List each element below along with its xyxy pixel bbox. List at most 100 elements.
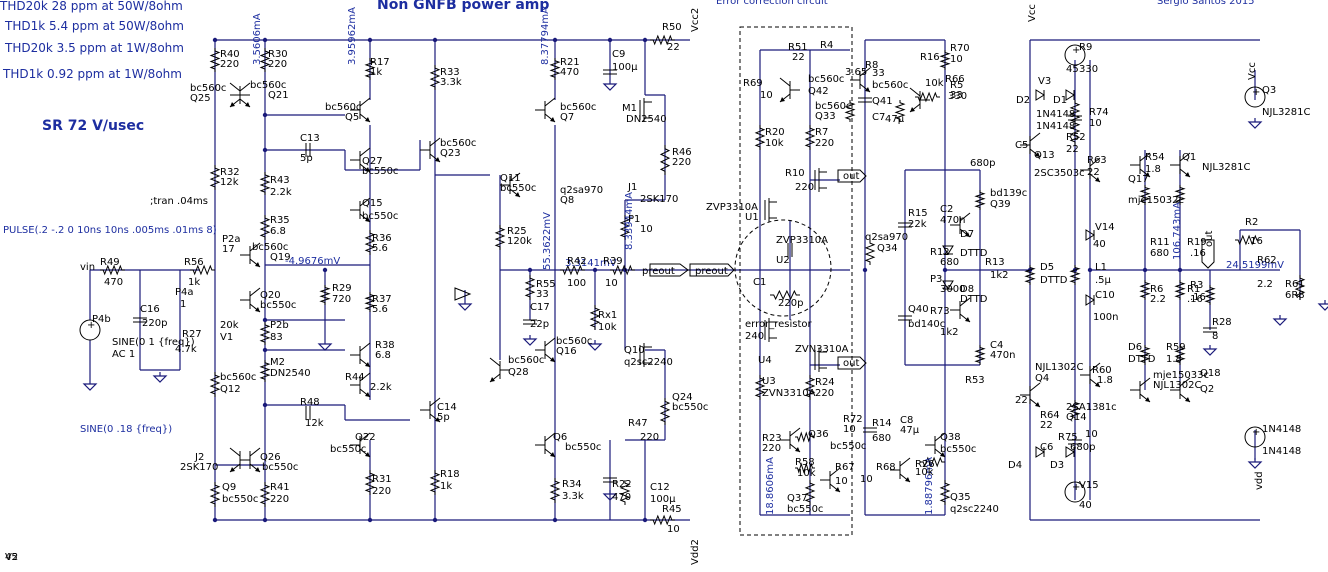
- label-202: 1k2: [990, 270, 1009, 281]
- label-200: DTTD: [960, 248, 988, 259]
- label-12: R33: [440, 67, 460, 78]
- label-239: R52: [1066, 132, 1086, 143]
- label-221: Q38: [940, 432, 961, 443]
- label-226: 330: [1079, 64, 1098, 75]
- transistor-arrow: [435, 417, 440, 422]
- label-249: Q3: [1262, 85, 1276, 96]
- net-out1: out: [843, 171, 859, 182]
- label-4: bc560c: [190, 83, 226, 94]
- label-73: 5.6: [372, 304, 388, 315]
- resistor-symbol: [659, 145, 671, 175]
- label-227: V3: [1038, 76, 1051, 87]
- label-104: 5p: [437, 412, 450, 423]
- label-288: Q4: [1035, 373, 1049, 384]
- label-147: R10: [785, 168, 805, 179]
- ground-symbol: [152, 375, 168, 383]
- label-164: 220: [762, 443, 781, 454]
- label-3: 220: [268, 59, 287, 70]
- label-287: NJL1302C: [1035, 362, 1083, 373]
- label-260: .16: [1247, 236, 1263, 247]
- transistor-arrow: [1035, 152, 1040, 157]
- junction-dot: [432, 37, 438, 43]
- transistor-collector: [1029, 132, 1041, 142]
- label-86: 83: [270, 332, 283, 343]
- junction-dot: [1142, 267, 1148, 273]
- ground-symbol: [522, 338, 538, 346]
- label-231: 1N4148: [1036, 109, 1075, 120]
- diode-symbol: [1085, 294, 1095, 306]
- transistor-collector: [1179, 152, 1191, 162]
- label-273: R28: [1212, 317, 1232, 328]
- label-296: 10: [1085, 429, 1098, 440]
- label-125: R34: [562, 479, 582, 490]
- label-278: DTTD: [1128, 354, 1156, 365]
- label-141: bc560c: [815, 101, 851, 112]
- label-206: DTTD: [960, 294, 988, 305]
- label-96: 2.2k: [370, 382, 392, 393]
- label-99: bc560c: [220, 372, 256, 383]
- label-59: 33: [536, 289, 549, 300]
- label-156: 240: [745, 331, 764, 342]
- transistor-arrow: [255, 467, 260, 472]
- note-ac: AC 1: [112, 349, 135, 360]
- transistor-collector: [909, 87, 921, 97]
- label-294: 22: [1040, 420, 1053, 431]
- label-45: bc550c: [362, 211, 398, 222]
- label-177: bc560c: [872, 80, 908, 91]
- resistor-symbol: [1069, 400, 1081, 420]
- label-246: 1.8: [1145, 164, 1161, 175]
- resistor-symbol: [939, 50, 951, 70]
- diode-symbol: [1065, 89, 1075, 101]
- label-217: R26: [915, 459, 935, 470]
- transistor-arrow: [1185, 397, 1190, 402]
- label-25: 5p: [300, 153, 313, 164]
- label-187: R5: [950, 80, 963, 91]
- label-110: 2SK170: [180, 462, 218, 473]
- resistor-symbol: [259, 360, 271, 382]
- label-117: Q9: [222, 482, 236, 493]
- label-0: R40: [220, 49, 240, 60]
- label-275: C10: [1095, 290, 1115, 301]
- label-211: C4: [990, 340, 1003, 351]
- resistor-symbol: [560, 264, 585, 276]
- label-168: 10: [843, 424, 856, 435]
- label-5: Q25: [190, 93, 211, 104]
- label-14: R21: [560, 57, 580, 68]
- label-293: R64: [1040, 410, 1060, 421]
- label-207: R73: [930, 306, 950, 317]
- svg-text:+: +: [1072, 45, 1080, 56]
- label-58: R55: [536, 279, 556, 290]
- label-198: 680: [940, 257, 959, 268]
- label-72: R37: [372, 294, 392, 305]
- transistor-collector: [544, 337, 556, 347]
- junction-dot: [212, 517, 218, 523]
- label-265: R6: [1150, 284, 1163, 295]
- label-197: R12: [930, 247, 950, 258]
- net-vcc: Vcc: [1027, 4, 1038, 22]
- label-295: R75: [1058, 432, 1078, 443]
- label-205: D8: [960, 284, 974, 295]
- resistor-symbol: [589, 305, 601, 330]
- label-186: 10: [950, 54, 963, 65]
- transistor-collector: [1139, 377, 1151, 387]
- junction-dot: [262, 347, 268, 353]
- label-130: 100µ: [650, 494, 676, 505]
- label-132: 10: [667, 524, 680, 535]
- resistor-symbol: [209, 48, 221, 72]
- label-76: Rx1: [598, 310, 617, 321]
- label-100: Q12: [220, 384, 241, 395]
- measurement-6: 8.33944mA: [624, 192, 635, 250]
- label-218: 10k: [915, 467, 934, 478]
- resistor-symbol: [259, 482, 271, 507]
- label-302: 1N4148: [1262, 446, 1301, 457]
- label-233: R74: [1089, 107, 1109, 118]
- label-79: 220p: [142, 318, 167, 329]
- transistor-collector: [359, 197, 371, 207]
- label-237: Q13: [1034, 150, 1055, 161]
- label-26: bc560c: [440, 138, 476, 149]
- note-thd2: THD1k 5.4 ppm at 50W/8ohm: [4, 19, 184, 33]
- label-251: V14: [1095, 222, 1115, 233]
- diode-symbol: [1085, 229, 1095, 241]
- transistor-arrow: [965, 232, 970, 237]
